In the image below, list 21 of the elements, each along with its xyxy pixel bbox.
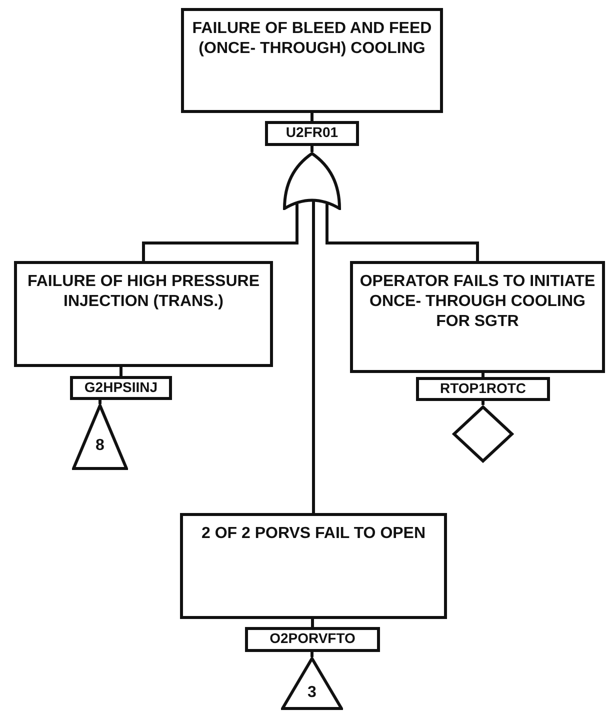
transfer-number: 3 (306, 684, 318, 702)
connector-line (98, 400, 102, 404)
connector-line (326, 204, 479, 261)
event-id-label: G2HPSIINJ (70, 376, 172, 400)
connector-line (482, 373, 484, 377)
connector-line (310, 113, 314, 121)
connector-line (142, 204, 298, 261)
event-id-label: O2PORVFTO (245, 627, 380, 652)
event-box: 2 OF 2 PORVS FAIL TO OPEN (180, 513, 447, 619)
connector-line (310, 146, 314, 152)
connector-line (120, 367, 122, 376)
connector-line (310, 652, 314, 657)
event-id-label: RTOP1ROTC (416, 377, 550, 401)
connector-line (482, 401, 484, 405)
event-box: OPERATOR FAILS TO INITIATE ONCE- THROUGH COOLING FOR SGTR (350, 261, 605, 373)
event-box: FAILURE OF BLEED AND FEED (ONCE- THROUGH) COOLING (181, 8, 443, 113)
transfer-number: 8 (94, 437, 106, 455)
event-id-label: U2FR01 (265, 121, 359, 146)
event-box: FAILURE OF HIGH PRESSURE INJECTION (TRANS.) (14, 261, 273, 367)
connector-line (312, 200, 315, 513)
connector-line (311, 619, 314, 627)
